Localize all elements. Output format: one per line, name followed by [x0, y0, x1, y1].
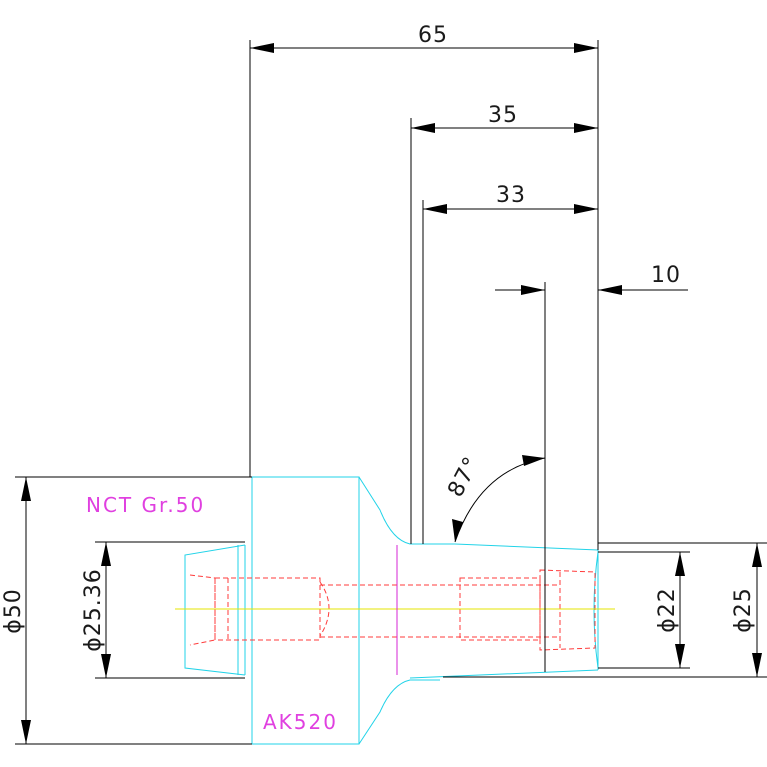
neck-top-curve	[358, 476, 455, 545]
dim-65	[249, 40, 599, 550]
dim-dia25-label: ϕ25	[731, 587, 756, 633]
dim-10	[495, 282, 688, 672]
hidden-left-taper	[189, 574, 216, 646]
holder-left-taper	[184, 544, 246, 676]
flange-body	[251, 476, 360, 745]
shank-chamfer	[593, 551, 599, 669]
dim-dia22	[598, 551, 690, 669]
dim-65-label: 65	[418, 23, 448, 48]
dim-33-label: 33	[496, 183, 526, 208]
dim-35-label: 35	[488, 103, 518, 128]
dim-dia25	[443, 542, 767, 678]
hidden-rear-taper	[539, 569, 596, 651]
dim-angle-label: 87°	[443, 453, 485, 502]
neck-bottom-curve	[358, 679, 440, 745]
dim-10-label: 10	[651, 263, 681, 288]
hidden-features	[189, 569, 596, 651]
dim-dia22-label: ϕ22	[655, 587, 680, 633]
holder-label: NCT Gr.50	[86, 493, 205, 517]
dim-angle	[452, 455, 546, 543]
dim-dia2536	[95, 541, 245, 679]
dim-dia2536-label: ϕ25.36	[81, 568, 106, 652]
dim-35	[410, 118, 598, 544]
shank-bottom	[409, 669, 599, 679]
shank-top	[454, 543, 599, 551]
part-outline	[184, 476, 599, 745]
dim-dia50-label: ϕ50	[1, 588, 26, 634]
tool-label: AK520	[263, 710, 338, 734]
dim-dia50	[15, 476, 252, 745]
dim-33	[422, 200, 598, 544]
